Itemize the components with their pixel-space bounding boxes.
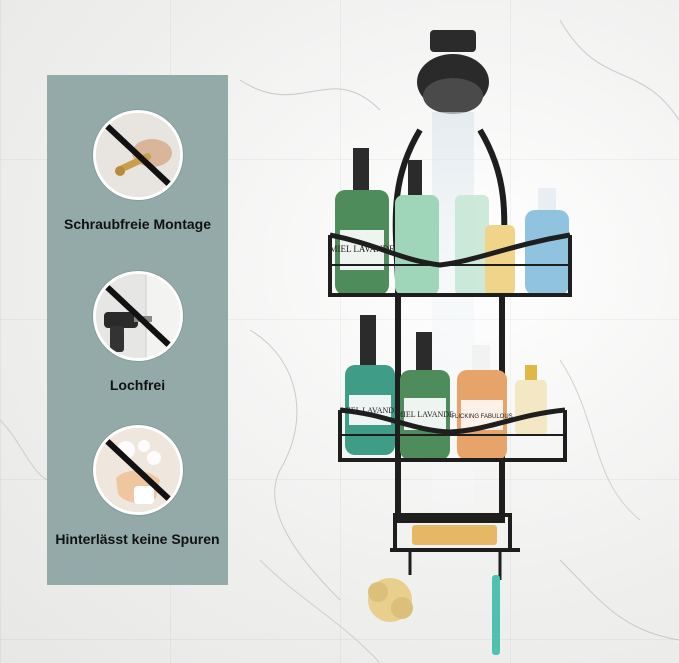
bottle-label-top-left: MIEL LAVANDE bbox=[329, 244, 395, 254]
feature-label: Lochfrei bbox=[109, 377, 166, 393]
shower-caddy-product: MIEL LAVANDE MIEL LAVANDE MIEL LAVANDE F… bbox=[328, 30, 572, 655]
upper-shelf bbox=[328, 232, 572, 297]
caddy-frame bbox=[392, 128, 508, 523]
features-panel: Schraubfreie Montage Lochfrei bbox=[47, 75, 228, 585]
bottle-label-mid-center: MIEL LAVANDE bbox=[396, 410, 454, 419]
upper-shelf-bottles: MIEL LAVANDE bbox=[329, 148, 569, 295]
shower-mount bbox=[430, 30, 476, 52]
no-residue-icon bbox=[92, 425, 183, 515]
bottle-label-mid-left: MIEL LAVANDE bbox=[341, 406, 399, 415]
razor-handle bbox=[492, 575, 500, 655]
feature-screwless-mounting: Schraubfreie Montage bbox=[47, 110, 228, 232]
middle-shelf bbox=[338, 407, 567, 462]
no-drill-icon bbox=[92, 271, 183, 361]
feature-no-drilling: Lochfrei bbox=[47, 271, 228, 393]
middle-shelf-bottles: MIEL LAVANDE MIEL LAVANDE FLICKING FABUL… bbox=[341, 315, 547, 460]
bottle-label-mid-right: FLICKING FABULOUS bbox=[451, 414, 512, 420]
feature-label: Schraubfreie Montage bbox=[63, 216, 212, 232]
soap-dish bbox=[390, 513, 520, 552]
no-screw-icon bbox=[92, 110, 183, 200]
feature-no-residue: Hinterlässt keine Spuren bbox=[47, 425, 228, 547]
feature-label: Hinterlässt keine Spuren bbox=[55, 531, 220, 547]
loofah-sponge bbox=[368, 578, 413, 622]
